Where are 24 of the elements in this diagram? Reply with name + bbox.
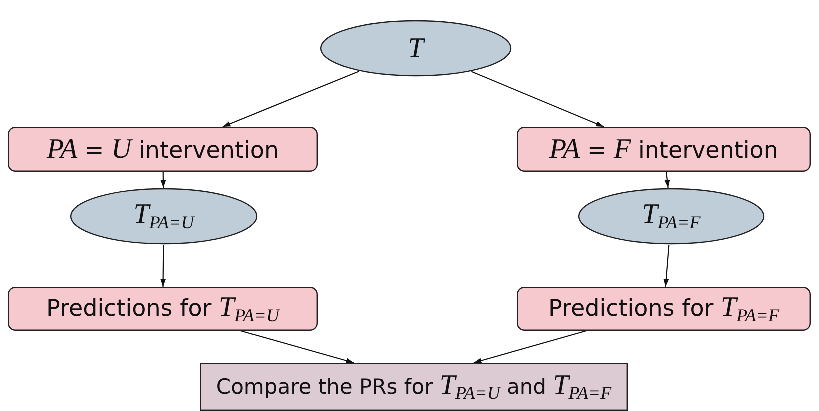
ellipse-node xyxy=(578,188,765,245)
node-label: Predictions for T$_{PA=F}$ xyxy=(548,292,780,326)
arrow xyxy=(160,245,166,287)
summary-box xyxy=(200,363,628,411)
arrow xyxy=(664,244,670,288)
process-box xyxy=(8,127,318,172)
ellipse-node xyxy=(70,188,258,245)
arrow xyxy=(160,172,166,188)
process-box xyxy=(517,127,811,172)
node-label: T$_{PA=F}$ xyxy=(642,199,701,234)
node-label: PA = F intervention xyxy=(550,134,778,166)
arrow xyxy=(471,71,604,128)
arrow xyxy=(474,330,587,364)
process-box xyxy=(517,287,811,331)
arrow xyxy=(222,71,360,128)
arrow xyxy=(664,172,670,188)
node-label: Compare the PRs for T$_{PA=U}$ and T$_{PA=F}$ xyxy=(216,370,612,404)
process-box xyxy=(8,287,318,331)
node-label: PA = U intervention xyxy=(46,134,280,166)
node-label: T$_{PA=U}$ xyxy=(134,199,194,234)
node-label: Predictions for T$_{PA=U}$ xyxy=(46,292,280,326)
node-label: T xyxy=(408,32,424,64)
ellipse-node xyxy=(320,20,512,77)
arrow xyxy=(240,330,354,364)
